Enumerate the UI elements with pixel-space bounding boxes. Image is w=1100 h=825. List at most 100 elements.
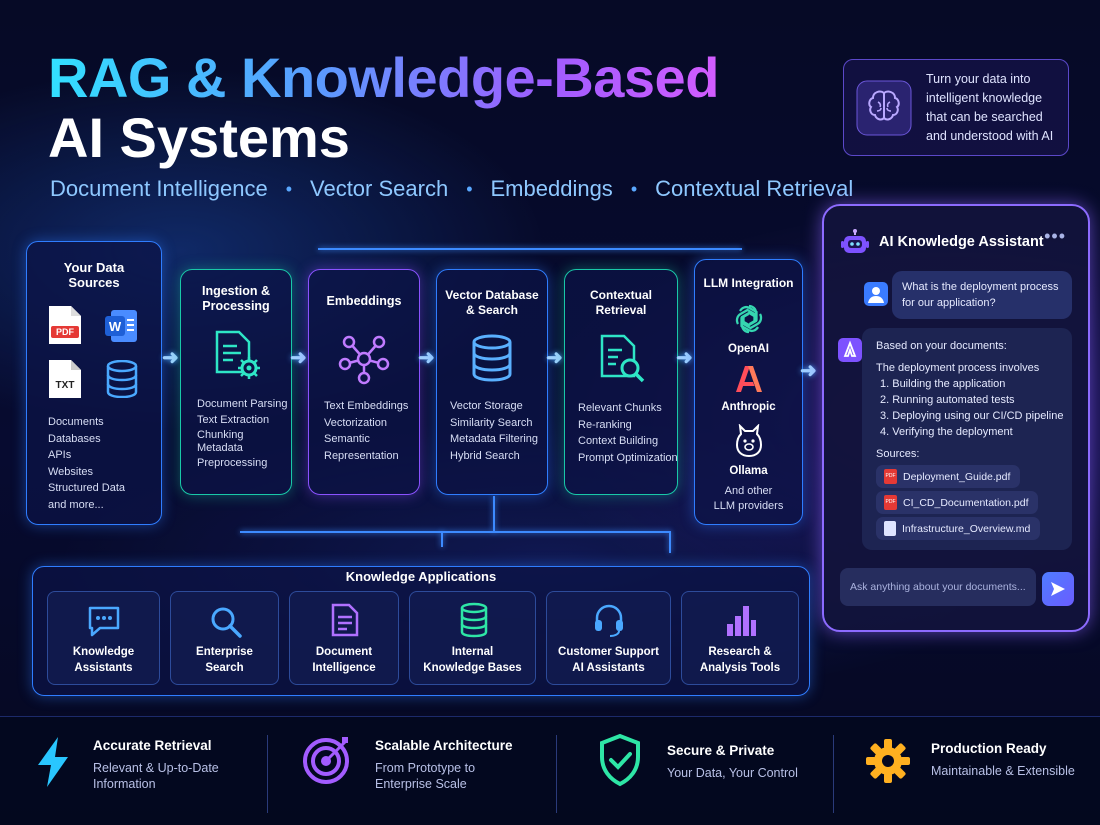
txt-file-icon: TXT [49, 360, 81, 398]
feature-subtitle: From Prototype to Enterprise Scale [375, 760, 475, 792]
source-chip[interactable]: PDF Deployment_Guide.pdf [876, 465, 1021, 488]
source-filename: Deployment_Guide.pdf [903, 470, 1011, 483]
vector-db-list: Vector Storage Similarity Search Metadat… [450, 398, 538, 464]
list-item: Metadata Filtering [450, 433, 539, 445]
more-options-icon[interactable]: ••• [1044, 226, 1066, 246]
pdf-file-icon: PDF [49, 306, 81, 344]
list-item: Metadata [197, 441, 243, 454]
user-question-bubble: What is the deployment process for our a… [892, 271, 1072, 319]
question-line: What is the deployment process [902, 281, 1059, 293]
list-item: Similarity Search [450, 416, 533, 429]
bottom-connector-drop-right [669, 531, 671, 553]
list-item: Websites [48, 465, 94, 478]
shield-check-icon [600, 733, 640, 787]
answer-step: 3. Deploying using our CI/CD pipeline [880, 410, 1064, 422]
llm-other-line: LLM providers [713, 500, 784, 512]
app-label: Internal Knowledge Bases [410, 644, 535, 676]
app-label-line: Analysis Tools [699, 662, 781, 674]
knowledge-applications-title: Knowledge Applications [345, 569, 497, 584]
app-label-line: Internal [451, 646, 494, 658]
tagline-line: intelligent knowledge [926, 90, 1043, 105]
contextual-retrieval-list: Relevant Chunks Re-ranking Context Build… [578, 400, 678, 466]
tagline-line: that can be searched [926, 109, 1043, 124]
bar-chart-icon [727, 606, 756, 636]
ingestion-panel: Ingestion & Processing Document Parsing … [180, 269, 292, 495]
title-line-2: AI Systems [48, 106, 350, 169]
send-button[interactable] [1042, 572, 1074, 606]
list-item: Text Extraction [197, 413, 270, 426]
source-chip[interactable]: Infrastructure_Overview.md [876, 517, 1041, 540]
ingestion-list: Document Parsing Text Extraction Chunkin… [197, 398, 288, 470]
feature-subtitle-line: Information [93, 777, 156, 791]
tagline-line: Turn your data into [926, 71, 1031, 86]
app-label: Research & Analysis Tools [682, 644, 798, 676]
app-label-line: AI Assistants [572, 662, 645, 674]
chat-bubble-icon [88, 606, 120, 637]
feature-subtitle: Relevant & Up-to-Date Information [93, 760, 219, 792]
list-item: Relevant Chunks [578, 402, 662, 414]
openai-logo-icon [735, 304, 762, 334]
app-label: Document Intelligence [290, 644, 398, 676]
subtitle-item: Embeddings [490, 176, 613, 201]
llm-integration-title: LLM Integration [703, 276, 794, 290]
feature-title: Production Ready [931, 741, 1047, 756]
gear-icon [866, 739, 910, 783]
llm-provider-ollama: Ollama [695, 423, 802, 477]
subtitle-item: Vector Search [310, 176, 449, 201]
panel-title-line: Retrieval [595, 303, 647, 317]
user-avatar-icon [864, 282, 888, 306]
sources-label: Sources: [876, 448, 920, 460]
database-icon [106, 360, 138, 398]
source-filename: CI_CD_Documentation.pdf [903, 496, 1029, 509]
feature-production-ready: Production Ready Maintainable & Extensib… [834, 717, 1100, 825]
ai-knowledge-assistant-window: AI Knowledge Assistant ••• What is the d… [822, 204, 1090, 632]
source-chip[interactable]: PDF CI_CD_Documentation.pdf [876, 491, 1039, 514]
subtitle-item: Contextual Retrieval [655, 176, 854, 201]
panel-title-line: Processing [202, 299, 270, 313]
document-search-icon [600, 334, 645, 383]
data-sources-title: Your Data Sources [27, 260, 161, 290]
list-item: Preprocessing [197, 457, 268, 469]
tagline-card: Turn your data into intelligent knowledg… [843, 59, 1069, 156]
list-item: Chunking [197, 429, 244, 441]
llm-provider-label: OpenAI [728, 343, 769, 355]
answer-step: 4. Verifying the deployment [880, 426, 1013, 438]
list-item: Representation [324, 449, 399, 462]
feature-subtitle-line: From Prototype to [375, 761, 476, 775]
divider [556, 735, 557, 813]
flow-arrow: ➜ [800, 360, 817, 382]
pdf-file-icon: PDF [884, 495, 897, 510]
subtitle-separator: • [285, 178, 292, 199]
llm-provider-anthropic: Anthropic [695, 364, 802, 413]
anthropic-logo-icon [735, 366, 762, 392]
chat-input[interactable]: Ask anything about your documents... [840, 568, 1036, 606]
features-bar: Accurate Retrieval Relevant & Up-to-Date… [0, 716, 1100, 825]
app-label-line: Search [205, 662, 244, 674]
word-file-icon: W [105, 310, 137, 342]
document-icon [331, 603, 359, 637]
embeddings-list: Text Embeddings Vectorization Semantic R… [324, 398, 408, 464]
feature-subtitle-line: Maintainable & Extensible [931, 764, 1075, 778]
answer-step: 1. Building the application [880, 378, 1006, 390]
subtitle-separator: • [466, 178, 473, 199]
flow-arrow: ➜ [418, 347, 435, 369]
app-label-line: Customer Support [558, 646, 659, 658]
flow-arrow: ➜ [290, 347, 307, 369]
send-icon [1051, 582, 1065, 596]
vector-db-panel: Vector Database & Search Vector Storage … [436, 269, 548, 495]
app-internal-knowledge-bases: Internal Knowledge Bases [409, 591, 536, 685]
ollama-logo-icon [735, 423, 762, 458]
contextual-retrieval-title: Contextual Retrieval [565, 288, 677, 318]
tagline-text: Turn your data into intelligent knowledg… [926, 70, 1053, 146]
answer-lead: The deployment process involves [876, 362, 1040, 374]
database-icon [472, 334, 512, 382]
answer-step: 2. Running automated tests [880, 394, 1015, 406]
bottom-connector-line [240, 531, 670, 533]
divider [833, 735, 834, 813]
app-label-line: Document [315, 646, 373, 658]
bottom-connector-drop [441, 531, 443, 547]
robot-icon [841, 229, 869, 253]
app-label-line: Knowledge [72, 646, 135, 658]
word-icon-label: W [109, 319, 122, 334]
ingestion-title: Ingestion & Processing [181, 284, 291, 314]
